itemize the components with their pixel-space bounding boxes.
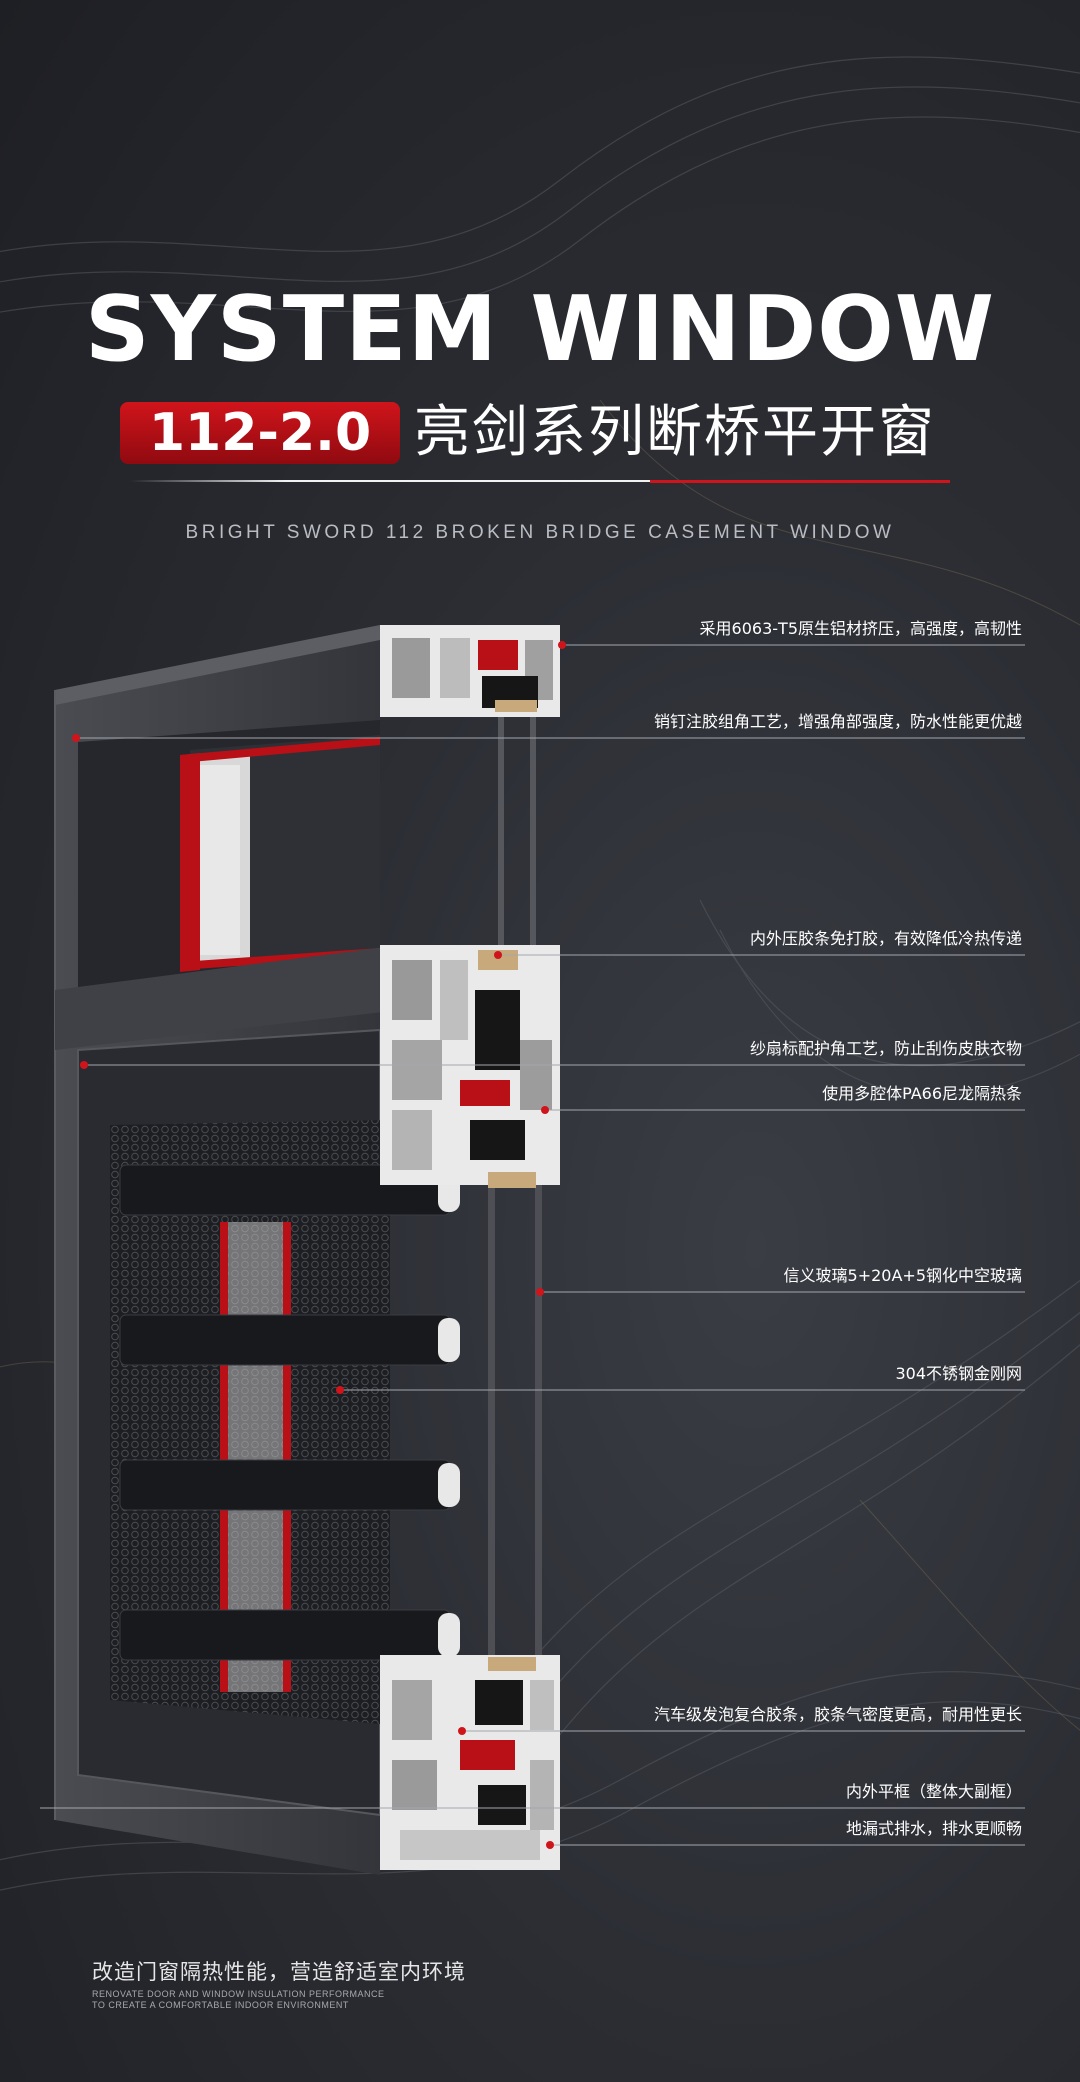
- upper-fixed-pane: [78, 720, 380, 995]
- feature-label-1: 采用6063-T5原生铝材挤压，高强度，高韧性: [699, 619, 1022, 638]
- leader-dot-4: [80, 1061, 88, 1069]
- leader-dot-5: [541, 1106, 549, 1114]
- transom-bar: [55, 945, 400, 1050]
- leader-dot-3: [494, 951, 502, 959]
- feature-label-3: 内外压胶条免打胶，有效降低冷热传递: [749, 929, 1022, 948]
- feature-label-4: 纱扇标配护角工艺，防止刮伤皮肤衣物: [749, 1039, 1022, 1058]
- top-profile-section: [380, 625, 560, 717]
- footer-slogan: 改造门窗隔热性能，营造舒适室内环境: [92, 1960, 466, 1984]
- feature-label-6: 信义玻璃5+20A+5钢化中空玻璃: [783, 1266, 1022, 1285]
- glass-panes: [488, 700, 542, 1675]
- subtitle: BRIGHT SWORD 112 BROKEN BRIDGE CASEMENT …: [185, 522, 895, 543]
- model-badge: 112-2.0: [120, 402, 400, 464]
- title-divider-accent: [650, 480, 950, 483]
- leader-dot-6: [536, 1288, 544, 1296]
- feature-label-9: 内外平框（整体大副框）: [845, 1782, 1022, 1801]
- leader-dot-2: [72, 734, 80, 742]
- bottom-profile-section: [380, 1655, 560, 1870]
- footer-english-line-2: TO CREATE A COMFORTABLE INDOOR ENVIRONME…: [92, 2000, 349, 2010]
- leader-dot-7: [336, 1386, 344, 1394]
- leader-dot-8: [458, 1727, 466, 1735]
- leader-dot-10: [546, 1841, 554, 1849]
- feature-label-2: 销钉注胶组角工艺，增强角部强度，防水性能更优越: [653, 712, 1022, 731]
- title-divider: [130, 480, 650, 482]
- series-name: 亮剑系列断桥平开窗: [414, 400, 936, 465]
- feature-label-5: 使用多腔体PA66尼龙隔热条: [822, 1084, 1022, 1103]
- footer-english-line-1: RENOVATE DOOR AND WINDOW INSULATION PERF…: [92, 1989, 385, 1999]
- feature-label-10: 地漏式排水，排水更顺畅: [845, 1819, 1022, 1838]
- leader-dot-1: [558, 641, 566, 649]
- page-title: SYSTEM WINDOW: [84, 277, 996, 382]
- feature-label-7: 304不锈钢金刚网: [895, 1364, 1022, 1383]
- screen-bars: [119, 1164, 451, 1661]
- feature-label-8: 汽车级发泡复合胶条，胶条气密度更高，耐用性更长: [653, 1705, 1022, 1724]
